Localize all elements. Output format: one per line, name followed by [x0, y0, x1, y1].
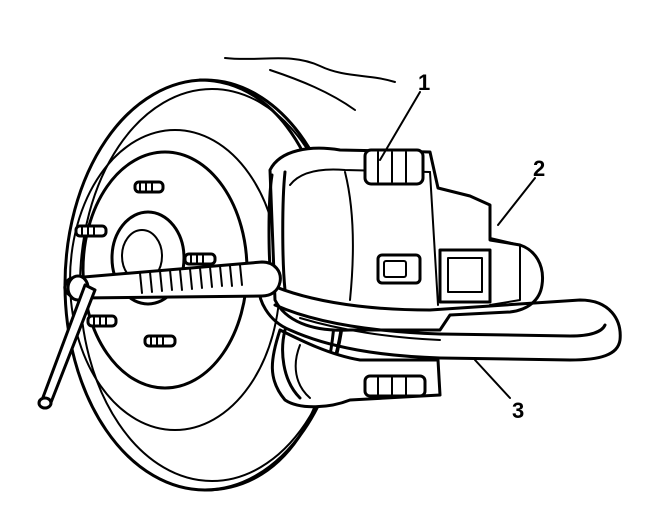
wheel-stud: [183, 252, 217, 266]
leader-line-3: [474, 359, 511, 399]
callout-3: 3: [512, 398, 524, 423]
callout-labels: 1 2 3: [418, 70, 545, 423]
leader-line-1: [379, 91, 421, 161]
wheel-stud: [143, 334, 177, 348]
upper-suspension-outline: [224, 57, 396, 111]
leader-line-2: [497, 177, 536, 226]
wheel-stud: [86, 314, 118, 328]
support-rod-tool: [257, 278, 622, 362]
holding-bar-tool: [37, 260, 282, 410]
brake-caliper: [268, 146, 545, 398]
caliper-bolt-upper: [363, 148, 425, 186]
wheel-studs: [74, 180, 217, 348]
callout-leaders: [379, 91, 536, 399]
wheel-stud: [74, 224, 108, 238]
caliper-bolt-lower: [363, 374, 427, 398]
wheel-stud: [133, 180, 165, 194]
callout-1: 1: [418, 70, 430, 95]
bar-knurling: [139, 264, 243, 294]
callout-2: 2: [533, 156, 545, 181]
